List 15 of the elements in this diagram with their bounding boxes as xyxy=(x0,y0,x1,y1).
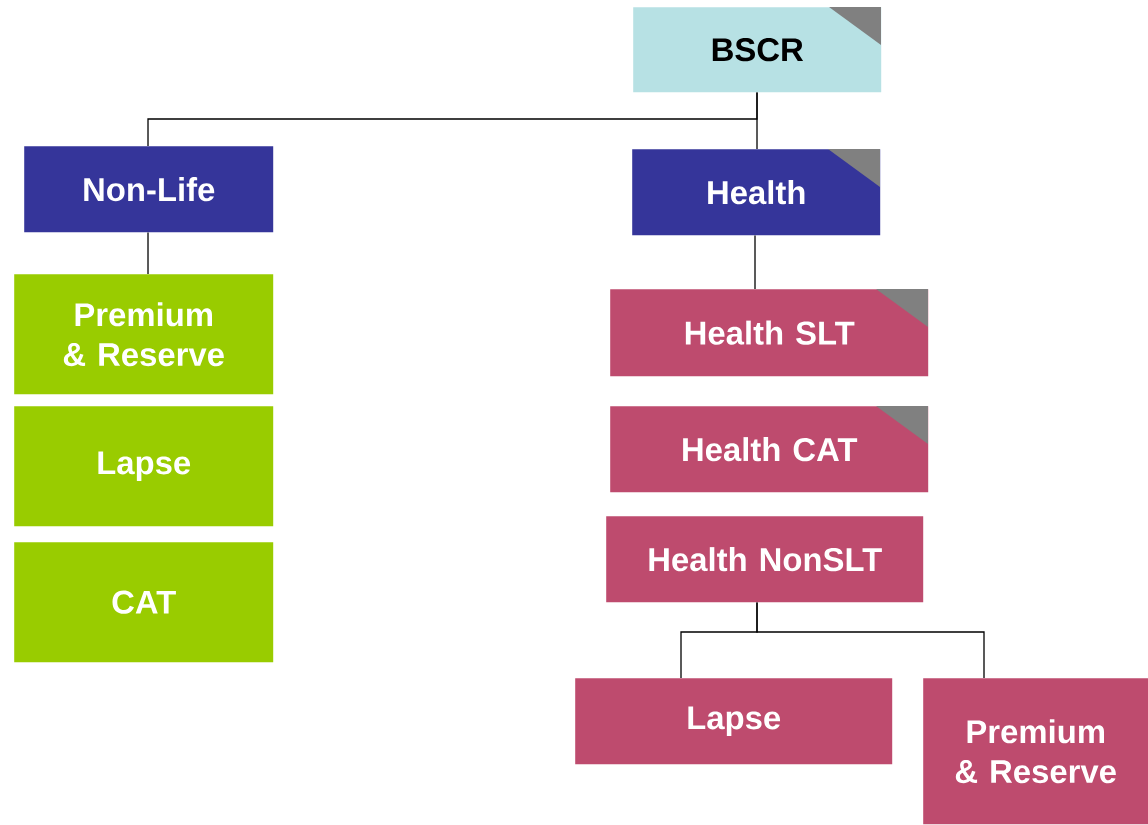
block: Premium & Reserve xyxy=(14,274,274,395)
block: Lapse xyxy=(575,678,893,765)
block: Health CAT xyxy=(610,406,929,493)
block: Health SLT xyxy=(610,289,929,377)
block: Premium & Reserve xyxy=(923,678,1148,825)
block: BSCR xyxy=(633,7,882,93)
connector-line xyxy=(754,234,756,290)
block: Health NonSLT xyxy=(606,516,924,603)
connector-line xyxy=(756,601,985,679)
block: CAT xyxy=(14,542,274,663)
connector-line xyxy=(756,91,758,150)
connector-line xyxy=(147,231,149,275)
block: Health xyxy=(632,149,881,236)
block: Non-Life xyxy=(24,146,274,233)
block: Lapse xyxy=(14,406,274,527)
